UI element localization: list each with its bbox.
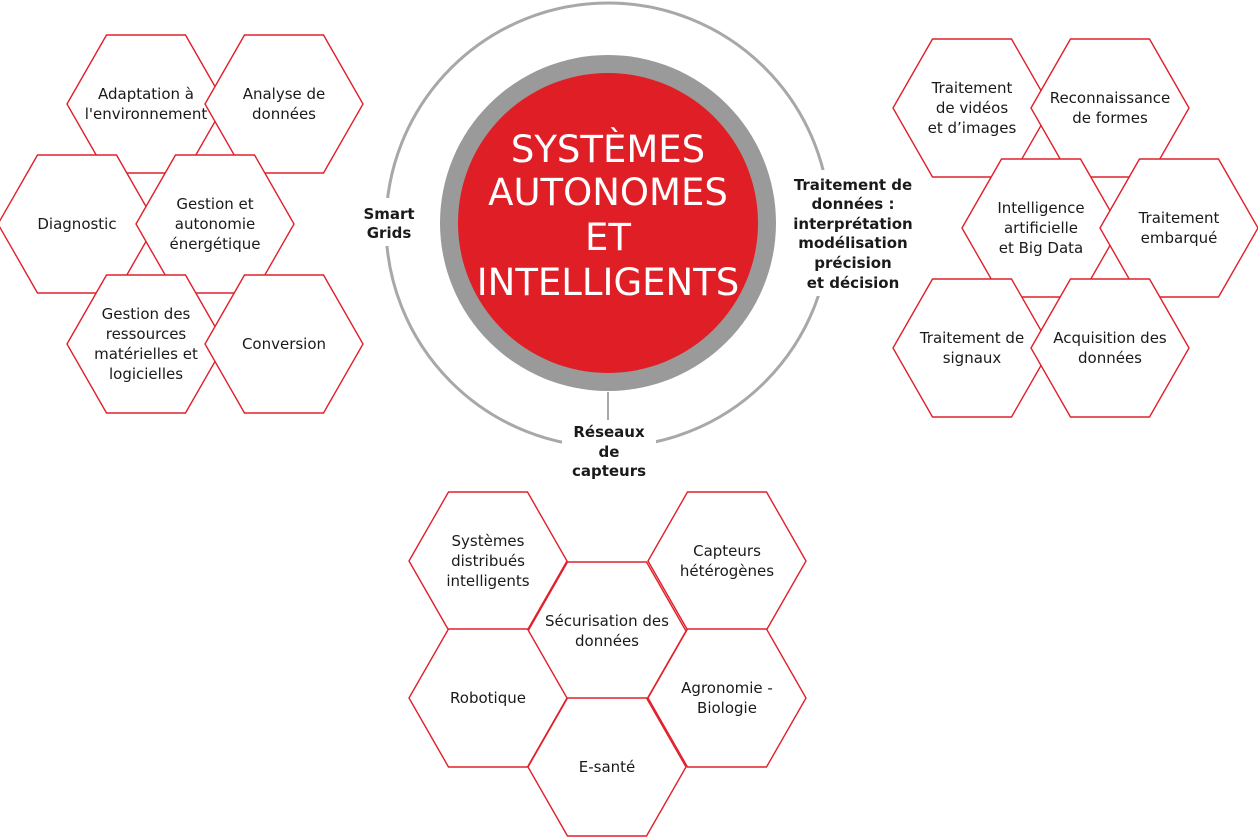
hex-label-analyse-line-2: données (252, 105, 316, 123)
hex-label-gestion-ressources-line-3: matérielles et (94, 345, 198, 363)
hex-label-capteurs-heterogenes-line-1: Capteurs (693, 542, 761, 560)
reseaux-line-1: Réseaux (573, 423, 645, 441)
hex-label-intelligence-artificielle-line-1: Intelligence (997, 199, 1084, 217)
traitement-label: Traitement de données : interprétation m… (793, 176, 912, 292)
hex-label-systemes-distribues-line-3: intelligents (446, 572, 529, 590)
hex-shape-agronomie (647, 628, 807, 768)
center-title-line-2: AUTONOMES (488, 171, 728, 214)
hex-label-robotique-line-1: Robotique (450, 689, 526, 707)
hexagon-layer: Adaptation à l'environnement Analyse de don… (0, 34, 1258, 837)
hex-label-traitement-signaux-line-2: signaux (943, 349, 1002, 367)
smart-grids-line-2: Grids (367, 224, 412, 242)
hex-label-e-sante-line-1: E-santé (579, 758, 636, 776)
hex-securisation: Sécurisation des données (527, 561, 687, 701)
traitement-line-4: modélisation (798, 234, 907, 252)
hex-traitement-signaux: Traitement de signaux (892, 278, 1052, 418)
hex-shape-traitement-signaux (892, 278, 1052, 418)
hex-label-reconnaissance-line-1: Reconnaissance (1050, 89, 1171, 107)
traitement-line-1: Traitement de (794, 176, 912, 194)
hex-gestion-ressources: Gestion des ressources matérielles et logic… (66, 274, 226, 414)
hex-label-intelligence-artificielle-line-2: artificielle (1004, 219, 1078, 237)
hex-adaptation: Adaptation à l'environnement (66, 34, 226, 174)
hex-label-gestion-energie-line-2: autonomie (175, 215, 255, 233)
hex-label-acquisition-line-2: données (1078, 349, 1142, 367)
hex-label-conversion-line-1: Conversion (242, 335, 326, 353)
reseaux-line-3: capteurs (572, 462, 646, 480)
traitement-line-6: et décision (807, 274, 900, 292)
hex-label-securisation-line-1: Sécurisation des (545, 612, 669, 630)
hex-label-agronomie-line-1: Agronomie - (681, 679, 773, 697)
hex-conversion: Conversion (204, 274, 364, 414)
hex-label-adaptation-line-1: Adaptation à (98, 85, 194, 103)
reseaux-line-2: de (599, 443, 620, 461)
hex-label-adaptation-line-2: l'environnement (85, 105, 208, 123)
reseaux-label: Réseaux de capteurs (572, 423, 646, 480)
hex-capteurs-heterogenes: Capteurs hétérogènes (647, 491, 807, 631)
hex-label-securisation-line-2: données (575, 632, 639, 650)
hex-label-diagnostic-line-1: Diagnostic (37, 215, 116, 233)
hex-analyse: Analyse de données (204, 34, 364, 174)
hex-label-gestion-ressources-line-1: Gestion des (102, 305, 191, 323)
hex-label-gestion-energie-line-1: Gestion et (176, 195, 253, 213)
hex-traitement-embarque: Traitement embarqué (1099, 158, 1258, 298)
center-circle (458, 73, 758, 373)
smart-grids-line-1: Smart (363, 205, 414, 223)
hex-shape-conversion (204, 274, 364, 414)
hex-label-traitement-embarque-line-2: embarqué (1141, 229, 1218, 247)
hex-intelligence-artificielle: Intelligence artificielle et Big Data (961, 158, 1121, 298)
traitement-line-5: précision (814, 254, 891, 272)
reseaux-label-bg (562, 420, 656, 482)
traitement-label-bg (786, 170, 920, 296)
hex-label-systemes-distribues-line-1: Systèmes (452, 532, 525, 550)
hex-shape-e-sante (527, 697, 687, 837)
hex-e-sante: E-santé (527, 697, 687, 837)
hex-diagnostic: Diagnostic (0, 154, 157, 294)
traitement-line-2: données : (812, 195, 895, 213)
hex-label-reconnaissance-line-2: de formes (1072, 109, 1148, 127)
hex-systemes-distribues: Systèmes distribués intelligents (408, 491, 568, 631)
hex-label-gestion-ressources-line-2: ressources (106, 325, 187, 343)
hex-label-systemes-distribues-line-2: distribués (451, 552, 525, 570)
center-title-line-3: ET (585, 216, 631, 259)
hex-reconnaissance: Reconnaissance de formes (1030, 38, 1190, 178)
traitement-line-3: interprétation (793, 215, 912, 233)
hex-label-gestion-energie-line-3: énergétique (170, 235, 261, 253)
hex-label-acquisition-line-1: Acquisition des (1053, 329, 1167, 347)
hex-label-analyse-line-1: Analyse de (243, 85, 326, 103)
hex-label-capteurs-heterogenes-line-2: hétérogènes (680, 562, 774, 580)
hex-acquisition: Acquisition des données (1030, 278, 1190, 418)
hex-label-gestion-ressources-line-4: logicielles (109, 365, 183, 383)
hex-shape-acquisition (1030, 278, 1190, 418)
center-title-line-1: SYSTÈMES (511, 127, 705, 171)
smart-grids-label: Smart Grids (363, 205, 414, 242)
hex-gestion-energie: Gestion et autonomie énergétique (135, 154, 295, 294)
hex-label-intelligence-artificielle-line-3: et Big Data (999, 239, 1083, 257)
hex-label-traitement-videos-line-2: de vidéos (936, 99, 1008, 117)
hex-shape-gestion-ressources (66, 274, 226, 414)
hex-shape-reconnaissance (1030, 38, 1190, 178)
hex-label-traitement-videos-line-1: Traitement (931, 79, 1013, 97)
hex-traitement-videos: Traitement de vidéos et d’images (892, 38, 1052, 178)
hex-agronomie: Agronomie - Biologie (647, 628, 807, 768)
hex-label-traitement-embarque-line-1: Traitement (1138, 209, 1220, 227)
hex-label-traitement-signaux-line-1: Traitement de (919, 329, 1024, 347)
hex-label-traitement-videos-line-3: et d’images (928, 119, 1017, 137)
hex-shape-traitement-embarque (1099, 158, 1258, 298)
hex-shape-adaptation (66, 34, 226, 174)
smart-grids-label-bg (352, 198, 426, 246)
hex-shape-analyse (204, 34, 364, 174)
hex-label-agronomie-line-2: Biologie (697, 699, 757, 717)
center-title-line-4: INTELLIGENTS (477, 261, 740, 304)
